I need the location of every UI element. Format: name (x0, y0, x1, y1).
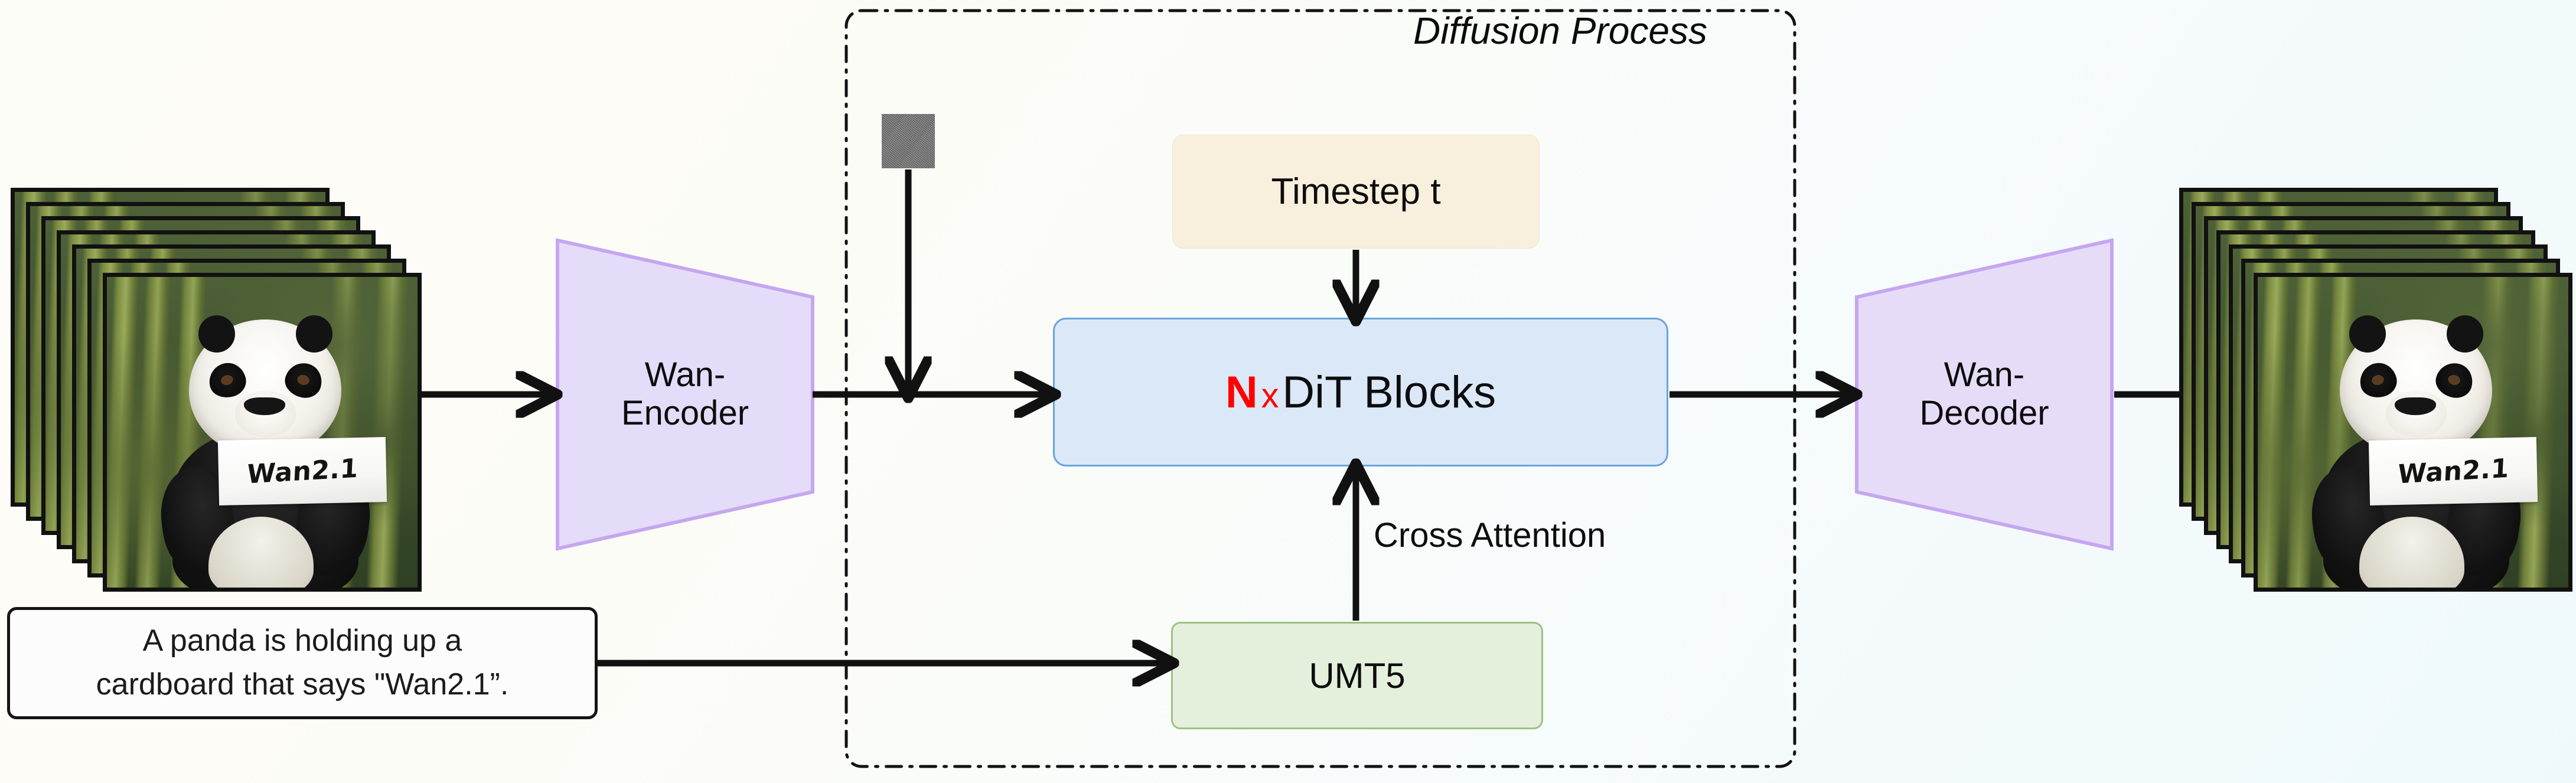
wan-decoder-label-line2: Decoder (1919, 394, 2049, 432)
text-prompt-box[interactable]: A panda is holding up a cardboard that s… (7, 607, 598, 719)
wan-decoder-node[interactable]: Wan- Decoder (1854, 238, 2114, 551)
panda-nose (2395, 397, 2436, 416)
text-prompt-line1: A panda is holding up a (142, 624, 462, 658)
panda-pupil-left (2370, 373, 2385, 387)
panda-pupil-right (296, 373, 311, 387)
panda-eye-right (281, 359, 325, 402)
gaussian-noise-patch (882, 114, 935, 168)
panda-nose (244, 397, 285, 416)
text-prompt-line2: cardboard that says "Wan2.1”. (96, 667, 509, 702)
dit-blocks-text: DiT Blocks (1282, 367, 1496, 417)
timestep-label: Timestep t (1271, 171, 1441, 212)
diffusion-process-title: Diffusion Process (1413, 9, 1707, 52)
cross-attention-label: Cross Attention (1374, 516, 1606, 554)
dit-blocks-n: N (1225, 367, 1258, 417)
cardboard-sign-text: Wan2.1 (246, 452, 359, 490)
wan-encoder-label-line2: Encoder (621, 394, 749, 432)
panda-ear-left (2349, 315, 2386, 353)
video-frame-art: Wan2.1 (107, 277, 418, 588)
wan-decoder-label: Wan- Decoder (1919, 355, 2049, 433)
panda-pupil-right (2447, 373, 2462, 387)
video-frame: Wan2.1 (2254, 273, 2572, 592)
input-video-frames: Wan2.1 (11, 188, 424, 595)
wan-decoder-shape (1854, 238, 2114, 551)
video-frame-art: Wan2.1 (2258, 277, 2568, 588)
panda-eye-right (2432, 359, 2476, 402)
panda-eye-left (205, 359, 249, 402)
panda-ear-left (198, 315, 235, 353)
wan-encoder-label: Wan- Encoder (621, 355, 749, 433)
dit-blocks-label: NxDiT Blocks (1225, 367, 1496, 418)
cardboard-sign-text: Wan2.1 (2396, 452, 2510, 490)
cardboard-sign: Wan2.1 (218, 436, 387, 505)
panda-pupil-left (220, 373, 234, 387)
panda-head (189, 315, 341, 456)
cardboard-sign: Wan2.1 (2369, 436, 2538, 505)
video-frame: Wan2.1 (103, 273, 422, 592)
panda-eye-left (2356, 359, 2400, 402)
wan-decoder-label-line1: Wan- (1944, 355, 2025, 394)
output-video-frames: Wan2.1 (2179, 188, 2575, 595)
dit-blocks-node[interactable]: NxDiT Blocks (1053, 318, 1668, 466)
umt5-node[interactable]: UMT5 (1171, 622, 1543, 729)
panda-ear-right (2446, 315, 2483, 353)
timestep-node[interactable]: Timestep t (1172, 135, 1540, 249)
wan-encoder-node[interactable]: Wan- Encoder (555, 238, 815, 551)
wan-encoder-shape (555, 238, 815, 551)
umt5-label: UMT5 (1309, 655, 1406, 696)
dit-blocks-times: x (1261, 375, 1279, 415)
panda-head (2340, 315, 2492, 456)
panda-ear-right (295, 315, 332, 353)
wan-encoder-label-line1: Wan- (644, 355, 726, 394)
